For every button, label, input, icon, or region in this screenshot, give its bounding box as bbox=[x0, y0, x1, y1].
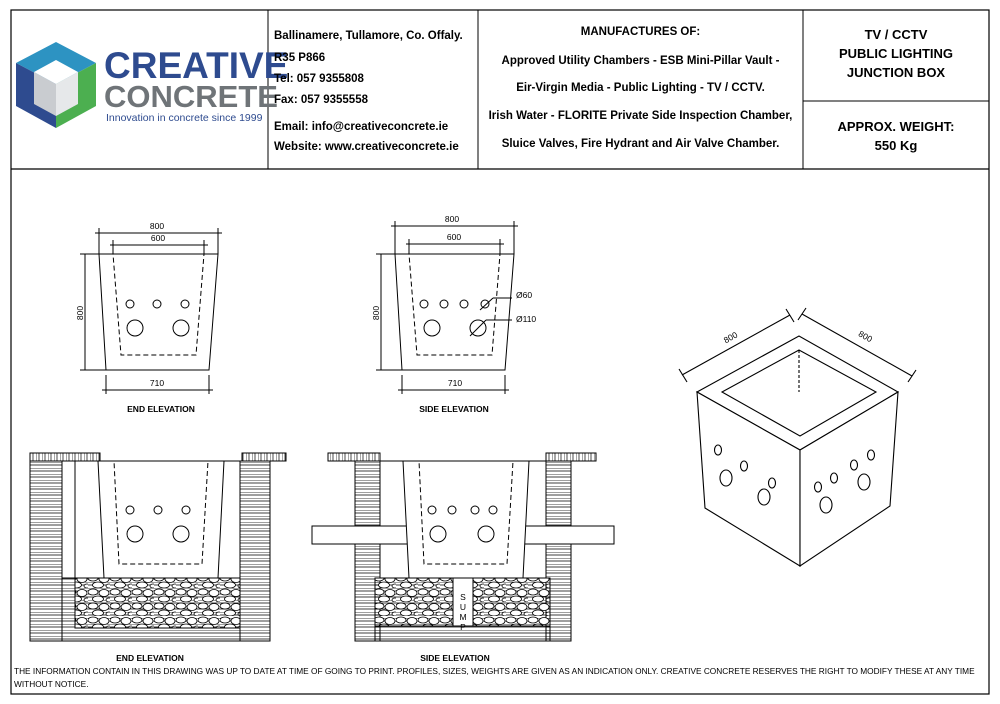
manufactures-line-1: Approved Utility Chambers - ESB Mini-Pil… bbox=[501, 55, 780, 67]
weight-value: 550 Kg bbox=[874, 138, 918, 153]
fax: Fax: 057 9355558 bbox=[274, 94, 368, 106]
install-side-drawing bbox=[311, 452, 615, 642]
product-title-line-3: JUNCTION BOX bbox=[846, 65, 946, 80]
disclaimer-text: THE INFORMATION CONTAIN IN THIS DRAWING … bbox=[14, 666, 975, 689]
sump-label-u: U bbox=[460, 602, 466, 612]
end-height-dim: 800 bbox=[75, 306, 85, 320]
manufactures-line-3: Irish Water - FLORITE Private Side Inspe… bbox=[488, 110, 793, 122]
weight-label: APPROX. WEIGHT: bbox=[837, 119, 955, 134]
eircode: R35 P866 bbox=[274, 52, 326, 64]
brand-line1: CREATIVE bbox=[104, 45, 288, 86]
isometric-box-drawing bbox=[678, 307, 917, 568]
install-end-drawing bbox=[29, 452, 287, 642]
product-title-line-2: PUBLIC LIGHTING bbox=[838, 46, 954, 61]
end-elevation-drawing bbox=[80, 228, 222, 394]
iso-width-a-dim: 800 bbox=[722, 329, 739, 345]
side-elevation-drawing bbox=[376, 221, 518, 394]
cube-logo-icon bbox=[16, 42, 96, 128]
sump-label-p: P bbox=[460, 622, 466, 632]
manufactures-heading: MANUFACTURES OF: bbox=[580, 26, 701, 38]
small-hole-dim: Ø60 bbox=[516, 290, 532, 300]
large-hole-dim: Ø110 bbox=[516, 314, 536, 324]
address-line: Ballinamere, Tullamore, Co. Offaly. bbox=[274, 30, 463, 42]
end-base-dim: 710 bbox=[150, 378, 164, 388]
telephone: Tel: 057 9355808 bbox=[274, 73, 364, 85]
brand-tagline: Innovation in concrete since 1999 bbox=[106, 112, 263, 124]
side-height-dim: 800 bbox=[371, 306, 381, 320]
end-top-outer-dim: 800 bbox=[150, 221, 164, 231]
website-link[interactable]: Website: www.creativeconcrete.ie bbox=[274, 141, 459, 153]
iso-width-b-dim: 800 bbox=[857, 329, 874, 345]
sump-label-s: S bbox=[460, 592, 466, 602]
side-top-inner-dim: 600 bbox=[447, 232, 461, 242]
install-side-label: SIDE ELEVATION bbox=[420, 653, 490, 663]
product-title-line-1: TV / CCTV bbox=[864, 27, 928, 42]
side-top-outer-dim: 800 bbox=[445, 214, 459, 224]
product-title: TV / CCTV PUBLIC LIGHTING JUNCTION BOX bbox=[803, 25, 989, 82]
manufactures-line-2: Eir-Virgin Media - Public Lighting - TV … bbox=[516, 82, 765, 94]
brand-line2: CONCRETE bbox=[104, 79, 278, 114]
manufactures-line-4: Sluice Valves, Fire Hydrant and Air Valv… bbox=[501, 138, 780, 150]
side-elevation-label: SIDE ELEVATION bbox=[419, 404, 489, 414]
email-link[interactable]: Email: info@creativeconcrete.ie bbox=[274, 121, 449, 133]
sheet-border bbox=[10, 9, 990, 695]
weight-block: APPROX. WEIGHT: 550 Kg bbox=[803, 117, 989, 155]
side-base-dim: 710 bbox=[448, 378, 462, 388]
install-end-label: END ELEVATION bbox=[116, 653, 184, 663]
sump-label-m: M bbox=[459, 612, 466, 622]
end-elevation-label: END ELEVATION bbox=[127, 404, 195, 414]
end-top-inner-dim: 600 bbox=[151, 233, 165, 243]
